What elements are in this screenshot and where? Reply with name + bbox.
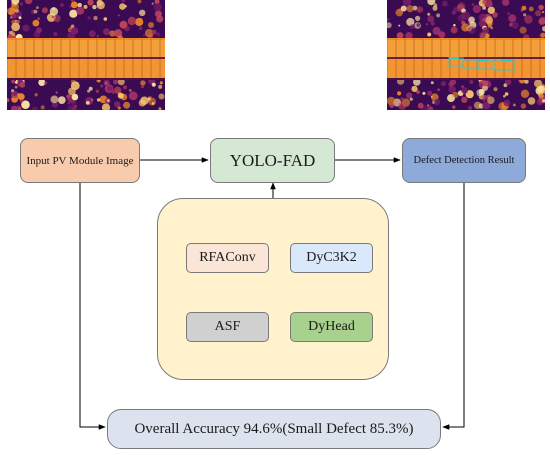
yolo-fad-box: YOLO-FAD — [210, 138, 335, 183]
input-pv-module-label: Input PV Module Image — [26, 154, 134, 167]
rfaconv-label: RFAConv — [199, 250, 256, 265]
dyhead-label: DyHead — [308, 319, 355, 334]
overall-accuracy-label: Overall Accuracy 94.6%(Small Defect 85.3… — [134, 420, 414, 437]
detection-boxes — [448, 57, 516, 71]
dyhead-module: DyHead — [290, 312, 373, 342]
defect-detection-result-box: Defect Detection Result — [402, 138, 526, 183]
result-thermal-image — [387, 0, 545, 110]
asf-label: ASF — [214, 319, 241, 334]
dyc3k2-label: DyC3K2 — [306, 250, 357, 265]
dyc3k2-module: DyC3K2 — [290, 243, 373, 273]
overall-accuracy-box: Overall Accuracy 94.6%(Small Defect 85.3… — [107, 409, 441, 449]
input-pv-module-box: Input PV Module Image — [20, 138, 140, 183]
yolo-fad-label: YOLO-FAD — [229, 150, 316, 170]
asf-module: ASF — [186, 312, 269, 342]
input-thermal-image — [7, 0, 165, 110]
yolo-fad-modules-panel — [157, 198, 389, 380]
defect-detection-result-label: Defect Detection Result — [413, 155, 515, 166]
rfaconv-module: RFAConv — [186, 243, 269, 273]
